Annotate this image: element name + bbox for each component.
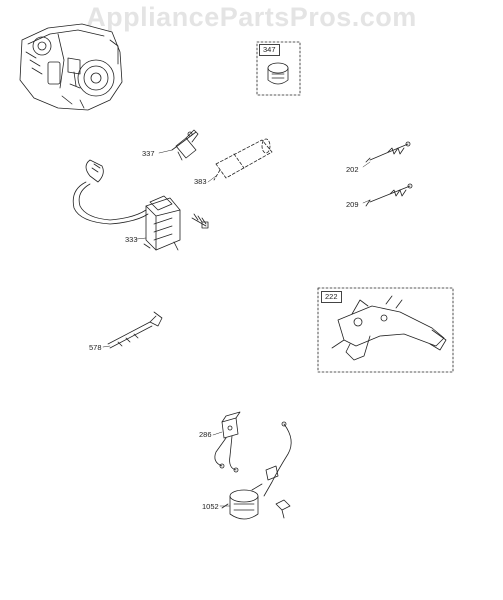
callout-222: 222 [321,291,342,303]
callout-337: 337 [142,149,155,158]
part-347-frame [256,41,301,96]
sensor-bolt [275,499,291,519]
part-383-tube [213,138,273,181]
engine-illustration [19,23,123,111]
part-337-spark-plug [171,129,199,161]
part-347-cap [267,62,289,85]
watermark-text: AppliancePartsPros.com [86,2,417,32]
callout-202: 202 [346,165,359,174]
part-222-frame [317,287,454,373]
callout-333: 333 [125,235,138,244]
part-333-ignition-coil [72,159,181,251]
part-222-bracket [331,295,447,361]
callout-1052: 1052 [202,502,219,511]
part-286-switch [214,411,241,473]
callout-286: 286 [199,430,212,439]
part-209-link [365,183,413,207]
callout-347: 347 [259,44,280,56]
part-578-wire [107,311,163,349]
callout-209: 209 [346,200,359,209]
callout-578: 578 [89,343,102,352]
part-202-link [365,141,411,163]
callout-383: 383 [194,177,207,186]
coil-screw [191,213,209,229]
part-1052-sensor [221,421,292,520]
